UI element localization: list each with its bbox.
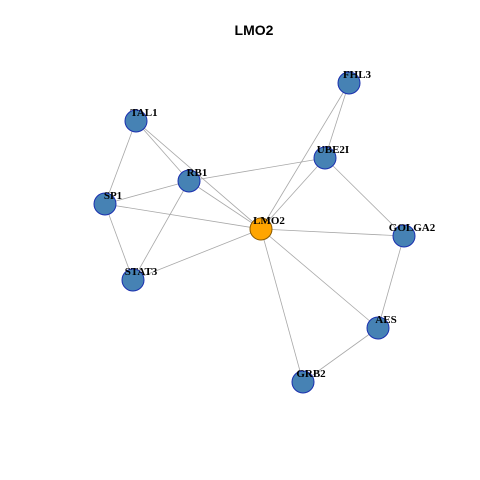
node-circle[interactable] [124, 109, 148, 133]
node-label: STAT3 [125, 266, 158, 278]
node-aes[interactable]: AES [366, 314, 397, 340]
node-circle[interactable] [177, 169, 201, 193]
node-stat3[interactable]: STAT3 [121, 266, 158, 292]
edge-lmo2-aes [260, 228, 379, 329]
node-circle[interactable] [337, 71, 361, 95]
node-circle[interactable] [121, 268, 145, 292]
node-label: LMO2 [253, 215, 285, 227]
edge-aes-grb2 [302, 327, 379, 383]
node-label: UBE2I [317, 144, 349, 156]
edge-lmo2-golga2 [260, 228, 405, 237]
node-label: FHL3 [343, 69, 372, 81]
node-label: GRB2 [296, 368, 326, 380]
node-fhl3[interactable]: FHL3 [337, 69, 372, 95]
edge-lmo2-grb2 [260, 228, 304, 383]
node-circle[interactable] [392, 224, 416, 248]
node-label: TAL1 [130, 107, 157, 119]
node-circle[interactable] [291, 370, 315, 394]
node-circle[interactable] [93, 192, 117, 216]
node-label: AES [375, 314, 396, 326]
diagram-title: LMO2 [235, 22, 274, 38]
edge-golga2-aes [377, 235, 405, 329]
edge-sp1-stat3 [104, 203, 134, 281]
node-label: GOLGA2 [389, 222, 436, 234]
edge-lmo2-ube2i [260, 157, 326, 230]
edge-rb1-ube2i [188, 157, 326, 182]
edge-tal1-sp1 [104, 120, 137, 205]
node-lmo2[interactable]: LMO2 [249, 215, 285, 241]
node-sp1[interactable]: SP1 [93, 190, 122, 216]
node-ube2i[interactable]: UBE2I [313, 144, 349, 170]
edge-tal1-rb1 [135, 120, 190, 182]
node-golga2[interactable]: GOLGA2 [389, 222, 436, 248]
edge-lmo2-sp1 [104, 203, 262, 230]
edge-lmo2-fhl3 [260, 82, 350, 230]
edge-fhl3-ube2i [324, 82, 350, 159]
node-label: SP1 [104, 190, 122, 202]
node-circle[interactable] [249, 217, 273, 241]
node-rb1[interactable]: RB1 [177, 167, 208, 193]
node-circle[interactable] [313, 146, 337, 170]
node-label: RB1 [187, 167, 208, 179]
edge-rb1-stat3 [132, 180, 190, 281]
node-circle[interactable] [366, 316, 390, 340]
edge-sp1-rb1 [104, 180, 190, 205]
node-grb2[interactable]: GRB2 [291, 368, 326, 394]
edge-layer [104, 82, 405, 383]
edge-lmo2-rb1 [188, 180, 262, 230]
node-tal1[interactable]: TAL1 [124, 107, 158, 133]
edge-ube2i-golga2 [324, 157, 405, 237]
edge-lmo2-stat3 [132, 228, 262, 281]
